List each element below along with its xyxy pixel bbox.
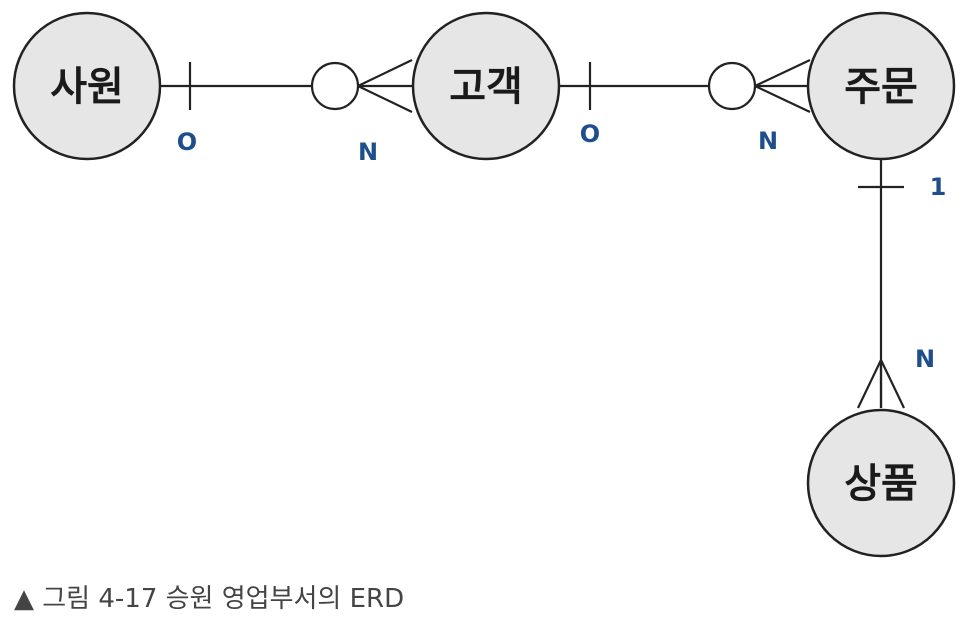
crow-foot-mark	[754, 59, 811, 87]
figure-caption: ▲ 그림 4-17 승원 영업부서의 ERD	[14, 584, 405, 614]
entity-employee: 사원	[12, 11, 162, 161]
cardinality-customer-side: O	[580, 120, 600, 148]
entity-label-product: 상품	[844, 461, 918, 507]
relationship-employee-customer	[160, 59, 413, 113]
crow-foot-mark	[880, 359, 905, 409]
relationship-order-product	[857, 160, 905, 409]
entity-product: 상품	[806, 408, 956, 558]
entity-label-order: 주문	[844, 64, 918, 110]
entity-label-employee: 사원	[50, 64, 124, 110]
cardinality-order-from-customer: N	[758, 127, 778, 155]
entity-order: 주문	[806, 11, 956, 161]
entity-label-customer: 고객	[449, 64, 523, 110]
cardinality-employee-side: O	[177, 128, 197, 156]
cardinality-customer-from-employee: N	[358, 138, 378, 166]
relationship-customer-order	[560, 59, 811, 113]
crow-foot-mark	[357, 85, 413, 113]
cardinality-product-from-order: N	[915, 345, 935, 373]
entity-customer: 고객	[411, 11, 561, 161]
crow-foot-mark	[357, 59, 413, 87]
optional-circle-mark	[310, 61, 360, 111]
crow-foot-mark	[857, 359, 882, 409]
crow-foot-mark	[754, 85, 811, 113]
optional-circle-mark	[707, 61, 757, 111]
cardinality-order-side: 1	[930, 173, 947, 201]
